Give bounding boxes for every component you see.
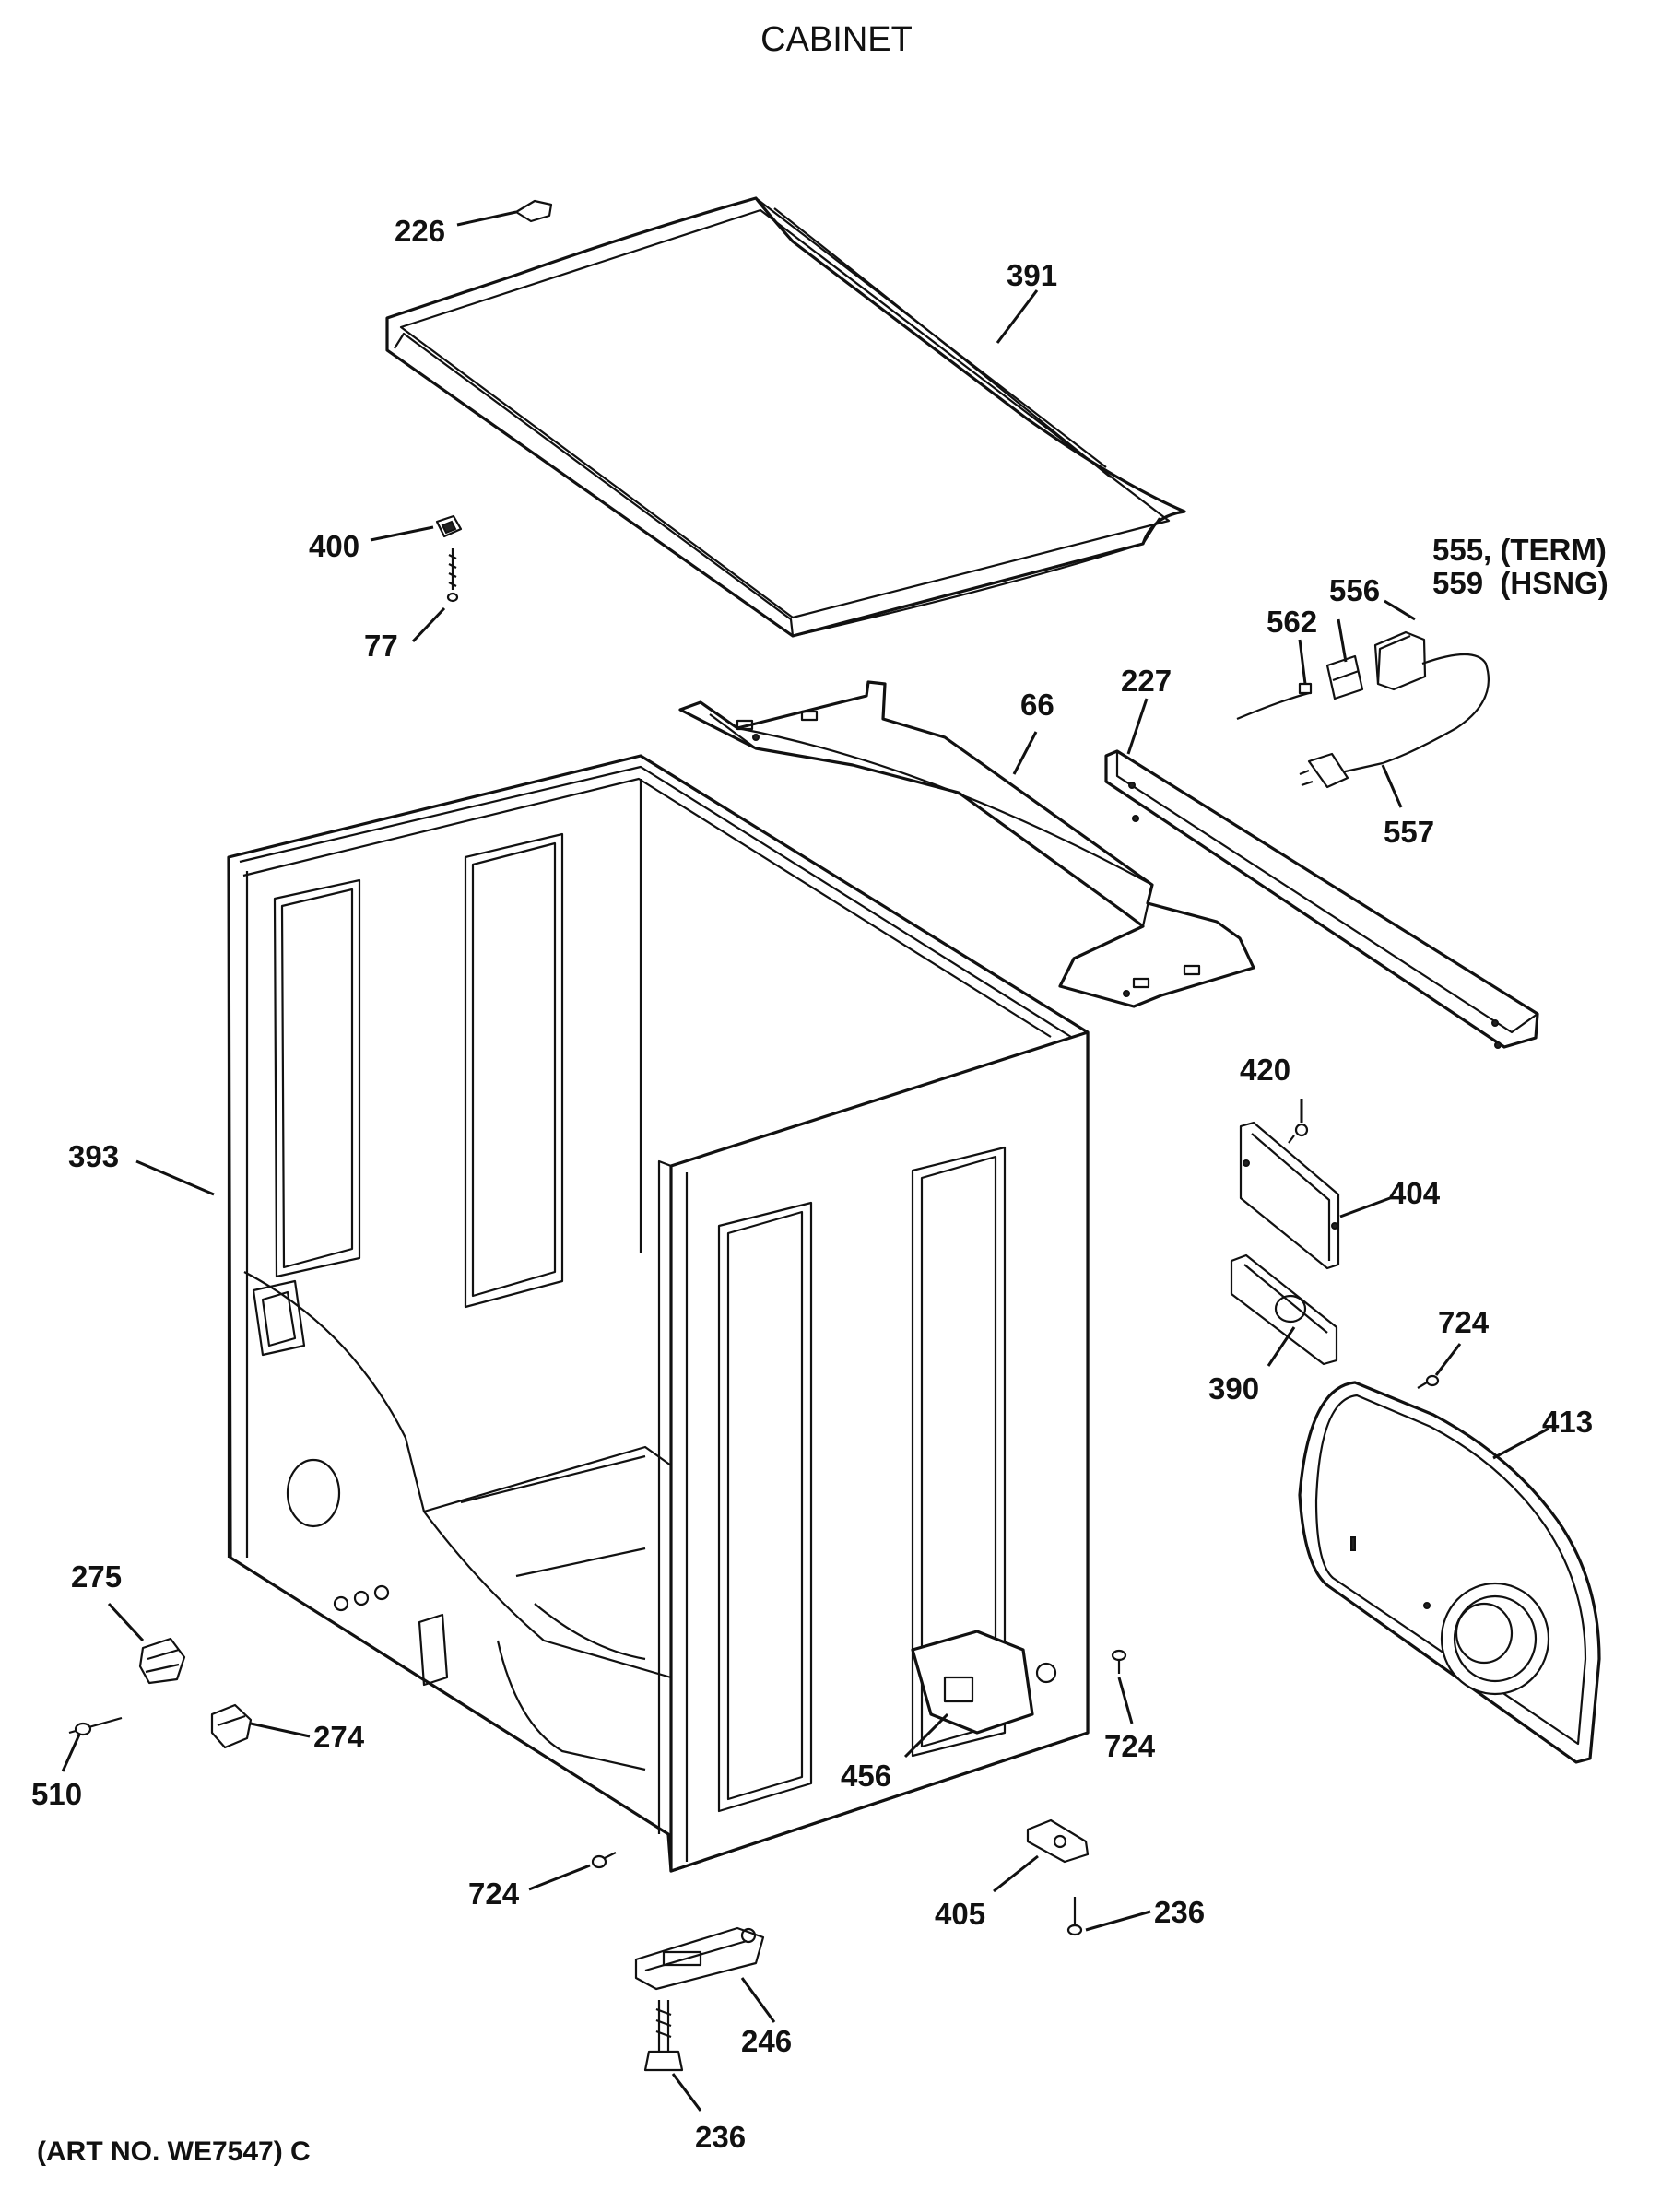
diagram-title: CABINET	[760, 20, 913, 59]
part-label-724-b: 724	[1104, 1729, 1156, 1763]
part-label-724-c: 724	[468, 1877, 520, 1911]
part-label-510: 510	[31, 1777, 82, 1811]
top-panel-drawing	[385, 196, 1186, 638]
part-label-236-b: 236	[695, 2120, 746, 2154]
part-label-557: 557	[1384, 815, 1434, 849]
leader-lines	[61, 210, 1549, 2112]
rear-brace-66-drawing	[678, 680, 1255, 1008]
support-227-drawing	[1104, 749, 1539, 1049]
leg-236-b-drawing	[643, 2000, 684, 2072]
part-label-456: 456	[841, 1759, 891, 1793]
part-label-413: 413	[1542, 1405, 1593, 1439]
part-labels: 226 391 400 77 555, (TERM) 559 (HSNG) 55…	[31, 214, 1608, 2154]
screw-724-b-drawing	[1111, 1649, 1127, 1674]
part-label-274: 274	[313, 1720, 365, 1754]
screw-724-c-drawing	[591, 1852, 617, 1869]
part-label-393: 393	[68, 1139, 119, 1173]
front-panel-413-drawing	[1298, 1381, 1601, 1764]
part-label-404: 404	[1389, 1176, 1441, 1210]
part-label-724-a: 724	[1438, 1305, 1490, 1339]
bracket-405-drawing	[1026, 1818, 1090, 1864]
main-cabinet-drawing	[227, 754, 1090, 1873]
part-275-drawing	[138, 1637, 186, 1685]
part-label-420: 420	[1240, 1053, 1290, 1087]
cover-404-drawing	[1239, 1121, 1340, 1270]
screw-77-drawing	[446, 548, 459, 603]
part-label-390: 390	[1208, 1371, 1259, 1406]
part-label-556: 556	[1329, 573, 1380, 607]
part-label-391: 391	[1007, 258, 1057, 292]
part-label-400: 400	[309, 529, 359, 563]
part-510-drawing	[68, 1716, 123, 1736]
foot-246-drawing	[634, 1926, 765, 1991]
art-number-caption: (ART NO. WE7547) C	[37, 2136, 311, 2167]
part-label-405: 405	[935, 1897, 985, 1931]
part-274-drawing	[210, 1703, 253, 1749]
part-label-275: 275	[71, 1559, 122, 1594]
part-label-236-a: 236	[1154, 1895, 1205, 1929]
screw-236-a-drawing	[1066, 1897, 1083, 1936]
part-label-66: 66	[1020, 688, 1054, 722]
nut-400-drawing	[435, 514, 463, 538]
part-label-246: 246	[741, 2024, 792, 2058]
terminal-block-drawing	[1236, 630, 1490, 789]
clip-226-drawing	[514, 199, 553, 223]
part-label-559: 559 (HSNG)	[1432, 566, 1608, 600]
part-label-562: 562	[1267, 605, 1317, 639]
part-label-226: 226	[395, 214, 445, 248]
part-label-555: 555, (TERM)	[1432, 533, 1607, 567]
plate-390-drawing	[1230, 1253, 1338, 1366]
part-label-77: 77	[364, 629, 398, 663]
part-label-227: 227	[1121, 664, 1172, 698]
screw-724-a-drawing	[1417, 1374, 1440, 1389]
